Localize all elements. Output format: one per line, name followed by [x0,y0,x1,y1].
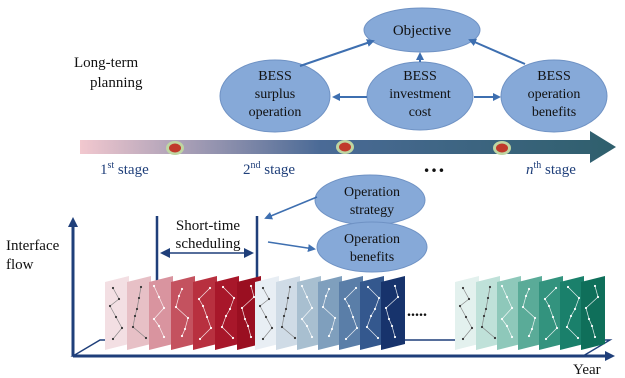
long-term-label-line1: Long-term [74,55,138,71]
objective-label: Objective [393,23,452,39]
network-panel-group1-3 [171,276,195,350]
network-panel-group2-4 [339,276,363,350]
operation-strategy-line2: strategy [350,203,394,218]
network-panel-group2-0 [255,276,279,350]
stage-dot-1 [166,141,184,155]
arrow-benefits-to-objective [468,38,526,65]
network-panel-group3-3 [518,276,542,350]
network-panel-group1-0 [105,276,129,350]
bess-investment-node: BESS investment cost [366,61,474,131]
stage-2-label: 2nd stage [243,160,295,178]
network-panel-group3-5 [560,276,584,350]
short-time-line2: scheduling [176,236,241,252]
network-panel-group2-6 [381,276,405,350]
bess-investment-line1: BESS [403,69,436,84]
network-panel-group1-5 [215,276,239,350]
bess-surplus-line3: operation [249,105,302,120]
interface-flow-line1: Interface [6,238,60,254]
network-panel-group2-2 [297,276,321,350]
bess-surplus-node: BESS surplus operation [219,59,331,133]
operation-strategy-line1: Operation [344,185,400,200]
network-panel-group3-4 [539,276,563,350]
objective-node: Objective [363,7,481,53]
network-panel-group3-2 [497,276,521,350]
network-panel-group2-3 [318,276,342,350]
network-panel-group2-1 [276,276,300,350]
arrow-scheduling-to-benefits [267,241,316,253]
bess-surplus-line1: BESS [258,69,291,84]
network-panel-group1-1 [127,276,151,350]
network-panel-group1-4 [193,276,217,350]
bess-op-benefits-line2: operation [528,87,581,102]
stage-n-label: nth stage [526,160,576,178]
arrow-surplus-to-objective [299,39,375,67]
operation-strategy-node: Operation strategy [314,174,426,226]
stage-dot-2 [336,140,354,154]
network-panel-group3-1 [476,276,500,350]
network-panel-group3-0 [455,276,479,350]
stage-1-label: 1st stage [100,160,149,178]
stage-dot-n [493,141,511,155]
bess-investment-line3: cost [409,105,432,120]
network-panel-group2-5 [360,276,384,350]
network-panel-group1-2 [149,276,173,350]
interface-flow-line2: flow [6,257,34,273]
network-panel-group3-6 [581,276,605,350]
bess-operation-benefits-node: BESS operation benefits [500,59,608,133]
arrow-strategy-to-scheduling [264,196,318,220]
ground-plane [70,339,613,357]
operation-benefits-line1: Operation [344,232,400,247]
x-axis-label: Year [573,362,601,378]
panels-layer [105,276,605,350]
operation-benefits-node: Operation benefits [316,221,428,273]
timeline-ellipsis: … [423,152,445,177]
bess-op-benefits-line1: BESS [537,69,570,84]
operation-benefits-line2: benefits [350,250,394,265]
short-time-line1: Short-time [176,218,241,234]
bess-investment-line2: investment [389,87,451,102]
panels-ellipsis: ..... [407,303,427,320]
bess-surplus-line2: surplus [255,87,295,102]
bess-op-benefits-line3: benefits [532,105,576,120]
long-term-label-line2: planning [90,75,143,91]
